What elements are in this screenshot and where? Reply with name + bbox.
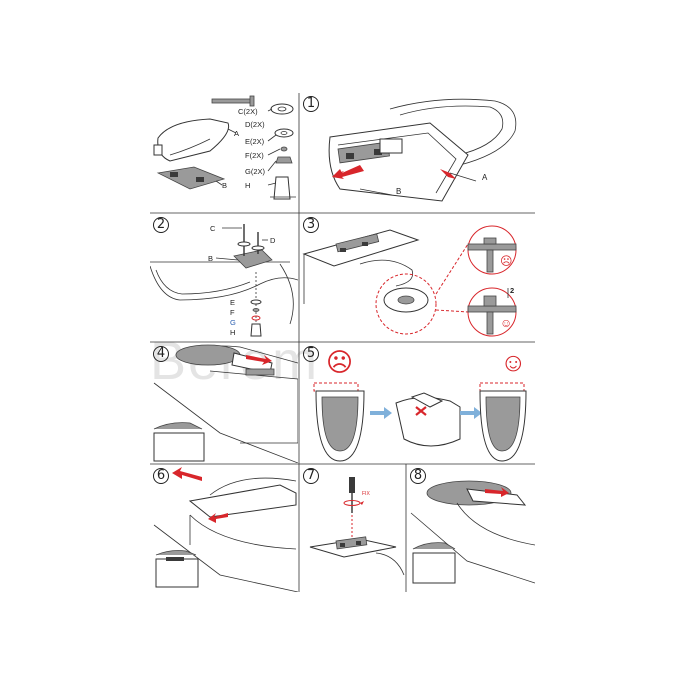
parts-illustration	[153, 95, 296, 200]
step-2-label-h: H	[230, 328, 236, 337]
step-1-label-b: B	[396, 187, 402, 196]
parts-panel: A B C(2X) D(2X) E(2X) F(2X) G(2X) H	[150, 93, 298, 212]
happy-face-icon: ☺	[500, 316, 513, 330]
step-8-panel: 8	[407, 465, 535, 592]
label-b: B	[222, 181, 228, 190]
step-6-panel: 6	[150, 465, 298, 592]
step-number-7: 7	[303, 468, 319, 484]
step-3-panel: 3 2 ☹ ☺	[300, 214, 535, 341]
step-5-illustration	[313, 382, 527, 462]
step-number-8: 8	[410, 468, 426, 484]
step-1-panel: 1 B A	[300, 93, 535, 212]
step-number-2: 2	[153, 217, 169, 233]
screwdriver-icon	[349, 477, 355, 493]
label-h: H	[245, 181, 251, 190]
sad-face-icon: ☹	[500, 254, 513, 268]
step-4-illustration	[153, 344, 298, 463]
step-3-dimension: 2	[510, 286, 515, 295]
step-2-label-b: B	[208, 254, 214, 263]
step-4-panel: 4	[150, 343, 298, 463]
step-7-illustration	[309, 477, 405, 576]
step-number-1: 1	[303, 96, 319, 112]
step-2-illustration	[150, 224, 298, 337]
label-c: C(2X)	[238, 107, 258, 116]
step-2-label-d: D	[270, 236, 276, 245]
label-f: F(2X)	[245, 151, 264, 160]
sad-face-icon: ☹	[326, 347, 354, 377]
step-number-5: 5	[303, 346, 319, 362]
step-number-4: 4	[153, 346, 169, 362]
label-a: A	[234, 129, 240, 138]
torque-label: FIX	[362, 491, 370, 497]
step-number-6: 6	[153, 468, 169, 484]
happy-face-icon: ☺	[500, 347, 527, 377]
step-1-illustration	[328, 98, 517, 202]
step-2-label-e: E	[230, 298, 236, 307]
step-6-illustration	[153, 467, 298, 592]
step-5-panel: 5 ☹ ☺	[300, 343, 535, 463]
step-8-illustration	[410, 480, 535, 584]
step-7-panel: 7 FIX	[300, 465, 405, 592]
step-number-3: 3	[303, 217, 319, 233]
label-g: G(2X)	[245, 167, 266, 176]
step-3-illustration	[302, 225, 517, 337]
step-1-label-a: A	[482, 173, 488, 182]
step-2-panel: 2 C D B E F G H	[150, 214, 298, 341]
step-2-label-c: C	[210, 224, 216, 233]
step-2-label-f: F	[230, 308, 235, 317]
label-d: D(2X)	[245, 120, 265, 129]
step-2-label-g: G	[230, 318, 236, 327]
label-e: E(2X)	[245, 137, 265, 146]
